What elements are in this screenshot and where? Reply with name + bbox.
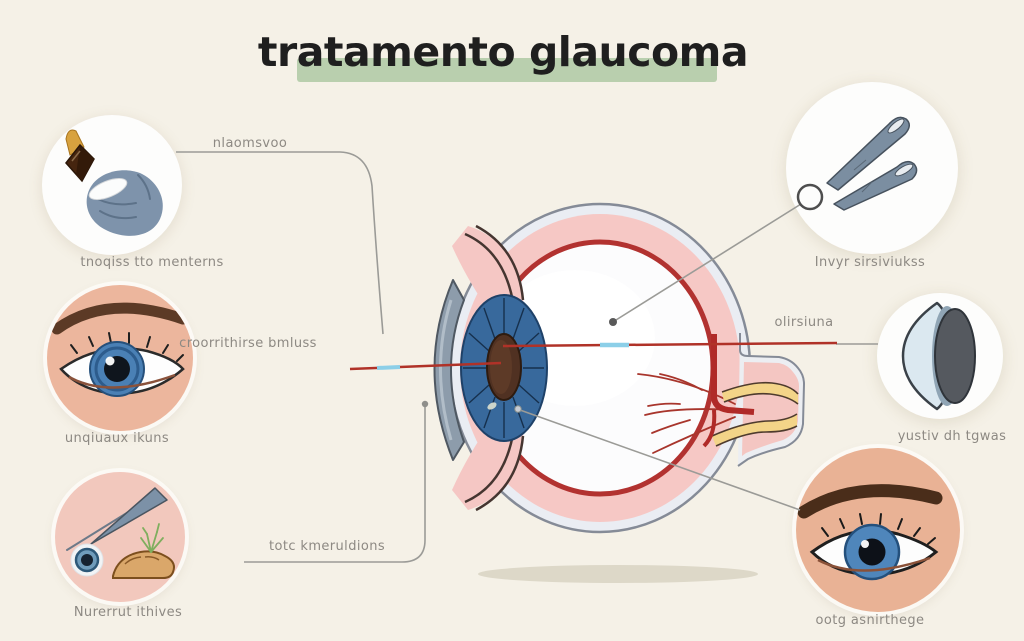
callout-eye-right: [796, 448, 960, 612]
retinal-vessels: [637, 373, 736, 454]
label-surgery-leader: totc kmeruldions: [268, 539, 386, 554]
label-eye-drops-leader: nlaomsvoo: [212, 136, 288, 151]
iris: [460, 294, 548, 442]
label-eye-drops-caption: tnoqiss tto menterns: [80, 255, 224, 270]
leader-eye-drops: [176, 151, 384, 335]
label-scalpels-caption: Invyr sirsiviukss: [814, 255, 926, 270]
callout-intraocular-lens: [877, 293, 1003, 419]
eye-closeup-icon: [51, 302, 189, 397]
plant-sprout-icon: [140, 523, 164, 553]
label-surgery-caption: Nurerrut ithives: [73, 605, 183, 620]
callout-eye-drops: [42, 115, 182, 255]
optical-axis: [349, 341, 838, 371]
eyeball: [448, 202, 752, 534]
page-title: tratamento glaucoma: [257, 28, 749, 76]
ground-shadow: [478, 565, 758, 583]
label-eye-left-caption: unqiuaux ikuns: [64, 431, 170, 446]
eye-closeup-icon: [797, 484, 943, 581]
leader-eye-right: [519, 409, 801, 511]
label-lens-caption: yustiv dh tgwas: [897, 429, 1007, 444]
title-highlight: [297, 58, 717, 82]
intraocular-lens-icon: [901, 301, 976, 411]
leader-dot: [421, 400, 429, 408]
callout-scalpels: [786, 82, 958, 254]
lens: [486, 333, 522, 401]
optic-nerve: [702, 333, 806, 467]
surgical-probe-eye-icon: [66, 487, 175, 579]
label-eye-right-caption: ootg asnirthege: [815, 613, 925, 628]
scalpel-pair-icon: [826, 116, 918, 211]
label-axis-left: croorrithirse bmluss: [179, 336, 317, 351]
label-optic-area: olirsiuna: [774, 315, 834, 330]
leader-dot: [609, 318, 617, 326]
leader-scalpels: [615, 203, 802, 321]
callout-laser-surgery: [55, 472, 185, 602]
eye-drops-hand-icon: [65, 129, 163, 236]
ciliary-body: [452, 224, 525, 512]
callout-eye-left: [47, 285, 193, 431]
leader-dot: [514, 405, 522, 413]
cornea: [433, 279, 465, 461]
leader-lines: [176, 151, 878, 563]
